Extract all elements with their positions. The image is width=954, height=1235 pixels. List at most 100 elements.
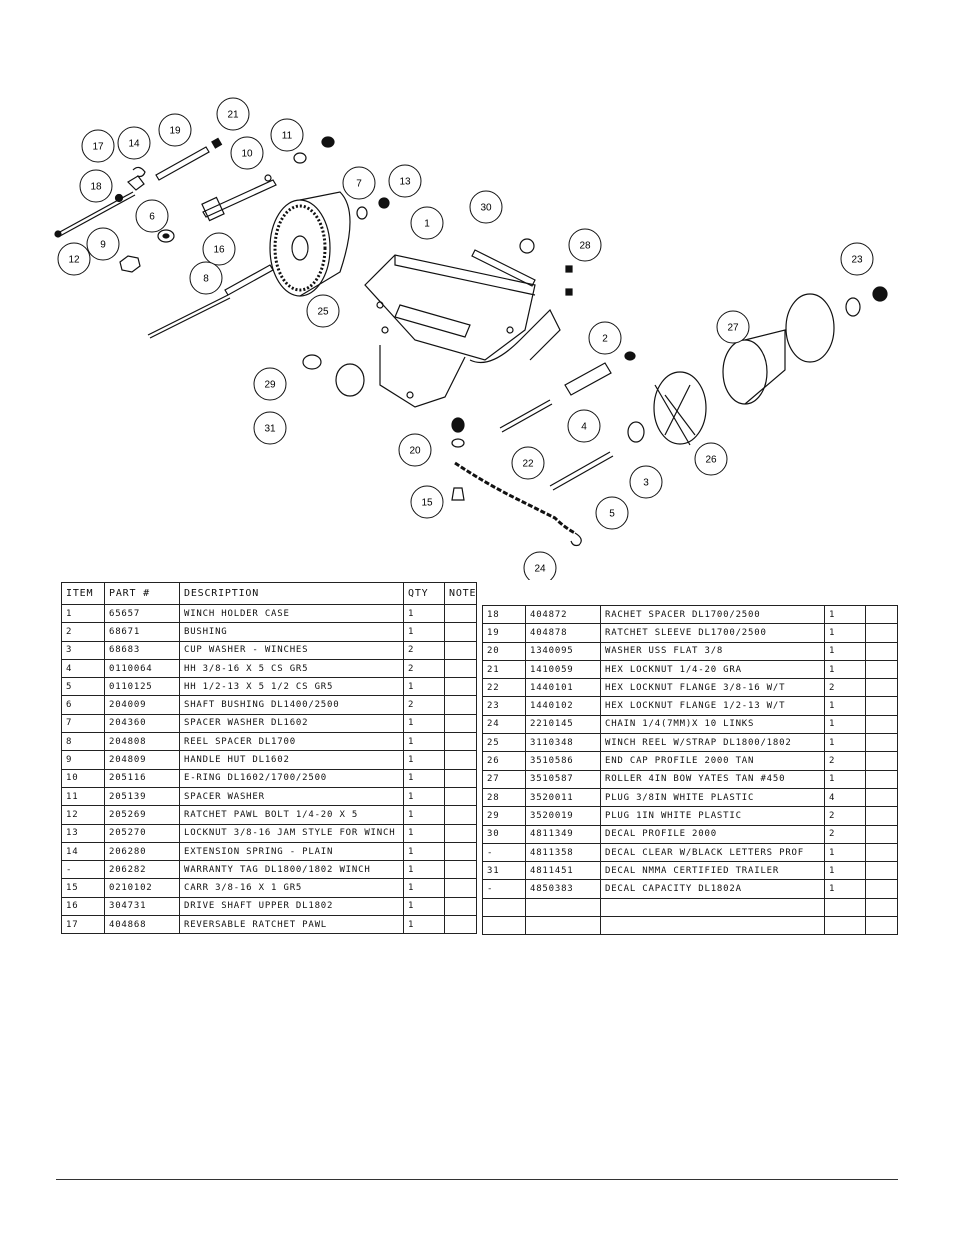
part-number-cell: 304731 (104, 896, 180, 917)
callout-bubble: 26 (694, 442, 728, 476)
callout-bubble: 16 (202, 232, 236, 266)
table-header-row: ITEM PART # DESCRIPTION QTY NOTE (61, 582, 477, 605)
callout-circle (79, 169, 113, 203)
description-cell (600, 916, 825, 936)
item-cell: 21 (482, 659, 526, 680)
callout-bubble: 17 (81, 129, 115, 163)
item-cell (482, 897, 526, 918)
handle-nut (119, 255, 141, 273)
qty-cell: 1 (824, 623, 866, 643)
item-cell: 27 (482, 769, 526, 789)
ratchet-sleeve (155, 146, 210, 181)
callout-label: 27 (727, 323, 739, 334)
description-cell: PLUG 3/8IN WHITE PLASTIC (600, 787, 825, 808)
spacer-washer-7 (356, 206, 368, 220)
note-cell (865, 806, 898, 826)
description-cell: REVERSABLE RATCHET PAWL (179, 915, 404, 935)
callout-bubble: 7 (342, 166, 376, 200)
locknut-21 (211, 137, 223, 149)
note-cell (865, 842, 898, 863)
note-cell (444, 878, 477, 898)
drive-shaft (202, 179, 277, 218)
item-cell: 17 (61, 915, 105, 935)
header-note: NOTE (444, 582, 477, 605)
callout-bubble: 19 (158, 113, 192, 147)
hex-locknut-22 (451, 417, 465, 433)
part-number-cell: 404878 (525, 623, 601, 643)
part-number-cell: 3110348 (525, 733, 601, 753)
callout-bubble: 1 (410, 206, 444, 240)
description-cell: HEX LOCKNUT FLANGE 3/8-16 W/T (600, 678, 825, 698)
part-number-cell: 4811349 (525, 824, 601, 844)
note-cell (865, 623, 898, 643)
callout-circle (202, 232, 236, 266)
note-cell (444, 713, 477, 734)
item-cell: - (61, 860, 105, 880)
qty-cell: 2 (824, 678, 866, 698)
qty-cell: 1 (824, 769, 866, 789)
note-cell (444, 640, 477, 660)
qty-cell: 2 (403, 658, 445, 679)
hh-bolt-5 (549, 451, 611, 487)
part-number-cell: 4811451 (525, 861, 601, 881)
winch-reel-gear (269, 199, 331, 297)
qty-cell: 1 (403, 786, 445, 807)
callout-circle (410, 485, 444, 519)
part-number-cell: 1440101 (525, 678, 601, 698)
part-number-cell: 3510586 (525, 751, 601, 771)
part-number-cell: 0110064 (104, 658, 180, 679)
note-cell (865, 824, 898, 844)
note-cell (444, 823, 477, 843)
item-cell: - (482, 842, 526, 863)
description-cell: CARR 3/8-16 X 1 GR5 (179, 878, 404, 898)
callout-circle (253, 367, 287, 401)
description-cell: HEX LOCKNUT 1/4-20 GRA (600, 659, 825, 680)
table-row (482, 897, 898, 918)
end-cap (653, 371, 707, 446)
callout-circle (567, 409, 601, 443)
callout-circle (388, 164, 422, 198)
note-cell (444, 915, 477, 935)
qty-cell: 1 (403, 677, 445, 697)
callout-bubble: 22 (511, 446, 545, 480)
header-item: ITEM (61, 582, 105, 605)
callout-circle (694, 442, 728, 476)
callout-circle (716, 310, 750, 344)
ratchet-pawl (127, 175, 145, 191)
description-cell: HH 1/2-13 X 5 1/2 CS GR5 (179, 677, 404, 697)
item-cell: 20 (482, 641, 526, 661)
qty-cell: 2 (824, 806, 866, 826)
callout-label: 4 (581, 422, 587, 433)
table-row (482, 916, 898, 936)
qty-cell: 1 (824, 659, 866, 680)
qty-cell: 1 (824, 733, 866, 753)
qty-cell: 2 (403, 695, 445, 715)
qty-cell: 1 (824, 641, 866, 661)
description-cell: END CAP PROFILE 2000 TAN (600, 751, 825, 771)
end-cap-2 (785, 293, 835, 363)
description-cell: HH 3/8-16 X 5 CS GR5 (179, 658, 404, 679)
item-cell: 16 (61, 896, 105, 917)
callout-label: 12 (68, 255, 80, 266)
description-cell: ROLLER 4IN BOW YATES TAN #450 (600, 769, 825, 789)
item-cell: 24 (482, 714, 526, 735)
callout-label: 10 (241, 149, 253, 160)
part-number-cell: 2210145 (525, 714, 601, 735)
description-cell: EXTENSION SPRING - PLAIN (179, 841, 404, 862)
part-number-cell: 205116 (104, 768, 180, 788)
part-number-cell: 68671 (104, 622, 180, 642)
description-cell: WARRANTY TAG DL1800/1802 WINCH (179, 860, 404, 880)
part-number-cell: 204360 (104, 713, 180, 734)
item-cell: 7 (61, 713, 105, 734)
description-cell: HANDLE HUT DL1602 (179, 750, 404, 770)
description-cell: LOCKNUT 3/8-16 JAM STYLE FOR WINCH (179, 823, 404, 843)
